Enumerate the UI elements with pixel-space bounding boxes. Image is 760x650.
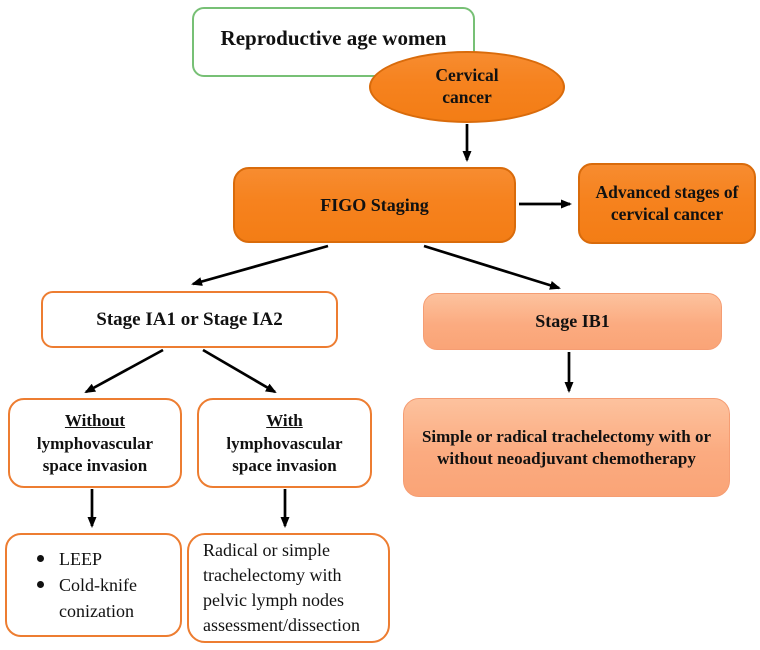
node-figo-staging: FIGO Staging: [233, 167, 516, 243]
bullet-item-leep: LEEP: [37, 546, 176, 572]
node-label-rest: lymphovascular space invasion: [226, 434, 343, 475]
node-with-lvsi: With lymphovascular space invasion: [197, 398, 372, 488]
node-label: Cervical cancer: [435, 65, 499, 107]
node-radical-simple-trachelectomy: Radical or simple trachelectomy with pel…: [187, 533, 390, 643]
node-leep-conization: LEEP Cold-knife conization: [5, 533, 182, 637]
node-label: With lymphovascular space invasion: [205, 410, 364, 476]
node-label: Simple or radical trachelectomy with or …: [421, 427, 712, 468]
node-cervical-cancer: Cervical cancer: [369, 51, 565, 123]
node-label: Radical or simple trachelectomy with pel…: [203, 539, 360, 636]
node-stage-ib1: Stage IB1: [423, 293, 722, 350]
arrow-stage-ia-to-with: [202, 348, 277, 394]
node-label-emphasis: Without: [64, 411, 126, 431]
node-without-lvsi: Without lymphovascular space invasion: [8, 398, 182, 488]
node-simple-radical-trachelectomy: Simple or radical trachelectomy with or …: [403, 398, 730, 497]
bullet-list: LEEP Cold-knife conization: [7, 546, 180, 624]
node-label: Without lymphovascular space invasion: [16, 410, 174, 476]
node-label: Stage IB1: [535, 311, 610, 332]
arrow-figo-to-stage-ia: [191, 244, 329, 286]
arrow-stage-ia-to-without: [84, 348, 164, 394]
arrow-figo-to-stage-ib1: [423, 244, 561, 290]
node-label: Stage IA1 or Stage IA2: [96, 308, 283, 330]
node-label: Advanced stages of cervical cancer: [595, 181, 739, 224]
node-label: Reproductive age women: [220, 25, 447, 50]
node-advanced-stages: Advanced stages of cervical cancer: [578, 163, 756, 244]
node-label-emphasis: With: [266, 411, 303, 431]
bullet-item-cold-knife: Cold-knife conization: [37, 572, 176, 624]
node-label: FIGO Staging: [320, 194, 429, 215]
node-label-rest: lymphovascular space invasion: [36, 434, 154, 475]
node-stage-ia1-ia2: Stage IA1 or Stage IA2: [41, 291, 338, 348]
